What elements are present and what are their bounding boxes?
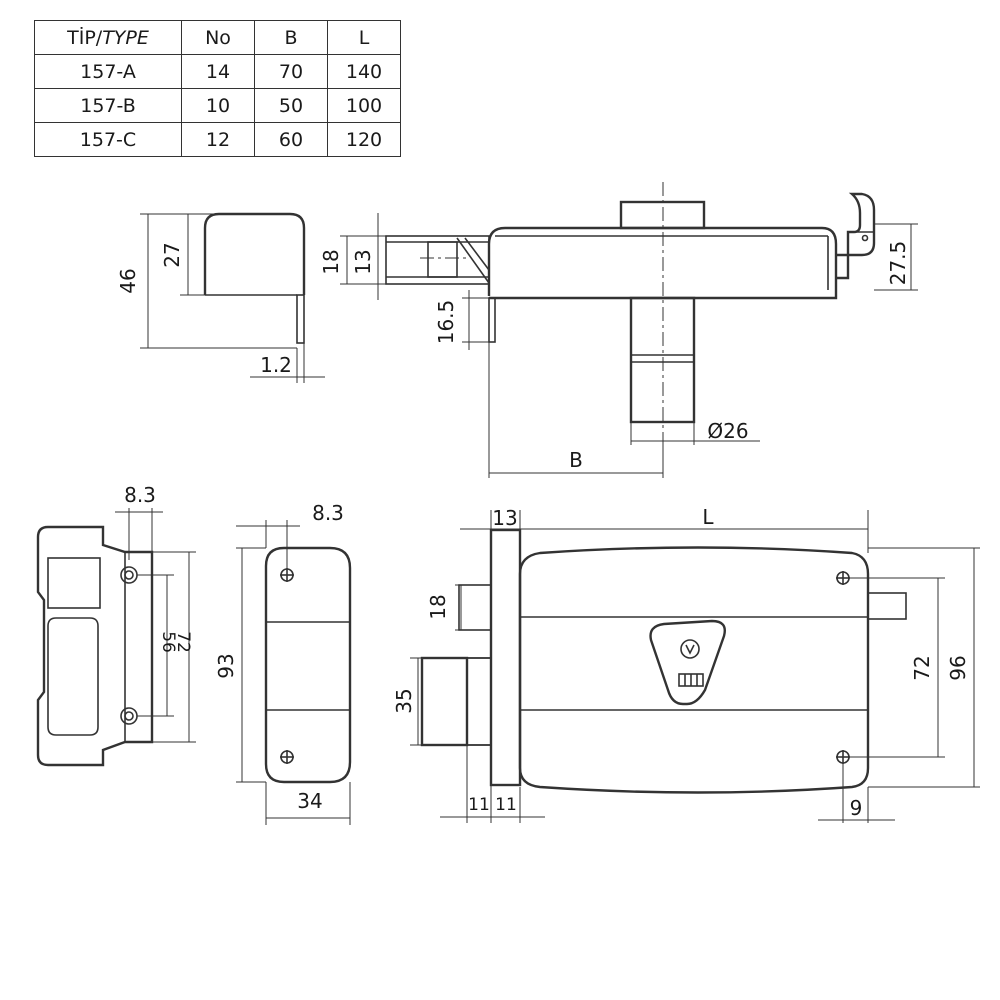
- dim-bolt-width-a: 11: [468, 795, 490, 815]
- dim-hook-height: 27.5: [886, 241, 910, 286]
- table-header-row: TİP/TYPE No B L: [34, 20, 401, 55]
- dim-latch-height: 18: [426, 594, 450, 619]
- cell-l: 140: [327, 54, 401, 89]
- strike-plate-view: 8.3 56 72: [36, 483, 196, 767]
- lock-top-view: 18 13 16.5 27.5 Ø26 B: [319, 182, 918, 478]
- cell-l: 120: [327, 122, 401, 157]
- cell-type: 157-C: [34, 122, 182, 157]
- dim-strike-inner: 27: [160, 242, 184, 267]
- header-no: No: [181, 20, 255, 55]
- dim-keeper-height: 93: [214, 653, 238, 678]
- header-type-prefix: TİP/: [67, 26, 103, 49]
- header-type: TİP/TYPE: [34, 20, 182, 55]
- cell-b: 60: [254, 122, 328, 157]
- table-row: 157-B 10 50 100: [34, 88, 401, 123]
- dim-backset: B: [569, 448, 583, 472]
- dim-strike-height: 46: [116, 268, 140, 293]
- cell-b: 70: [254, 54, 328, 89]
- dim-plate-offset: 8.3: [124, 483, 156, 507]
- header-b: B: [254, 20, 328, 55]
- dim-strike-thickness: 1.2: [260, 353, 292, 377]
- dim-plate-height: 72: [173, 631, 193, 653]
- dim-bolt-outer: 18: [319, 249, 343, 274]
- dim-keeper-width: 34: [297, 789, 322, 813]
- cell-no: 14: [181, 54, 255, 89]
- table-row: 157-C 12 60 120: [34, 122, 401, 157]
- keeper-view: 8.3 93 34: [214, 501, 352, 825]
- header-l: L: [327, 20, 401, 55]
- dim-front-thickness: 13: [492, 506, 517, 530]
- cell-type: 157-A: [34, 54, 182, 89]
- dim-bolt-drop: 16.5: [434, 300, 458, 345]
- dim-plate-hole-pitch: 56: [158, 631, 178, 653]
- dim-bolt-width-b: 11: [495, 795, 517, 815]
- dim-keeper-offset: 8.3: [312, 501, 344, 525]
- spec-table: TİP/TYPE No B L 157-A 14 70 140 157-B 10…: [34, 20, 401, 157]
- cell-l: 100: [327, 88, 401, 123]
- cell-no: 10: [181, 88, 255, 123]
- dim-cylinder-dia: Ø26: [707, 419, 748, 443]
- dim-hole-pitch: 72: [910, 655, 934, 680]
- dim-deadbolt-height: 35: [392, 688, 416, 713]
- table-row: 157-A 14 70 140: [34, 54, 401, 89]
- header-type-suffix: TYPE: [102, 26, 149, 49]
- dim-body-length: L: [702, 505, 714, 529]
- cell-no: 12: [181, 122, 255, 157]
- dim-bolt-inner: 13: [351, 249, 375, 274]
- dim-hole-edge: 9: [850, 796, 863, 820]
- lock-front-view: 13 L 18 35 11 11 72 96 9: [392, 505, 980, 823]
- strike-profile-view: 46 27 1.2: [116, 212, 325, 383]
- dim-body-height: 96: [946, 655, 970, 680]
- cell-type: 157-B: [34, 88, 182, 123]
